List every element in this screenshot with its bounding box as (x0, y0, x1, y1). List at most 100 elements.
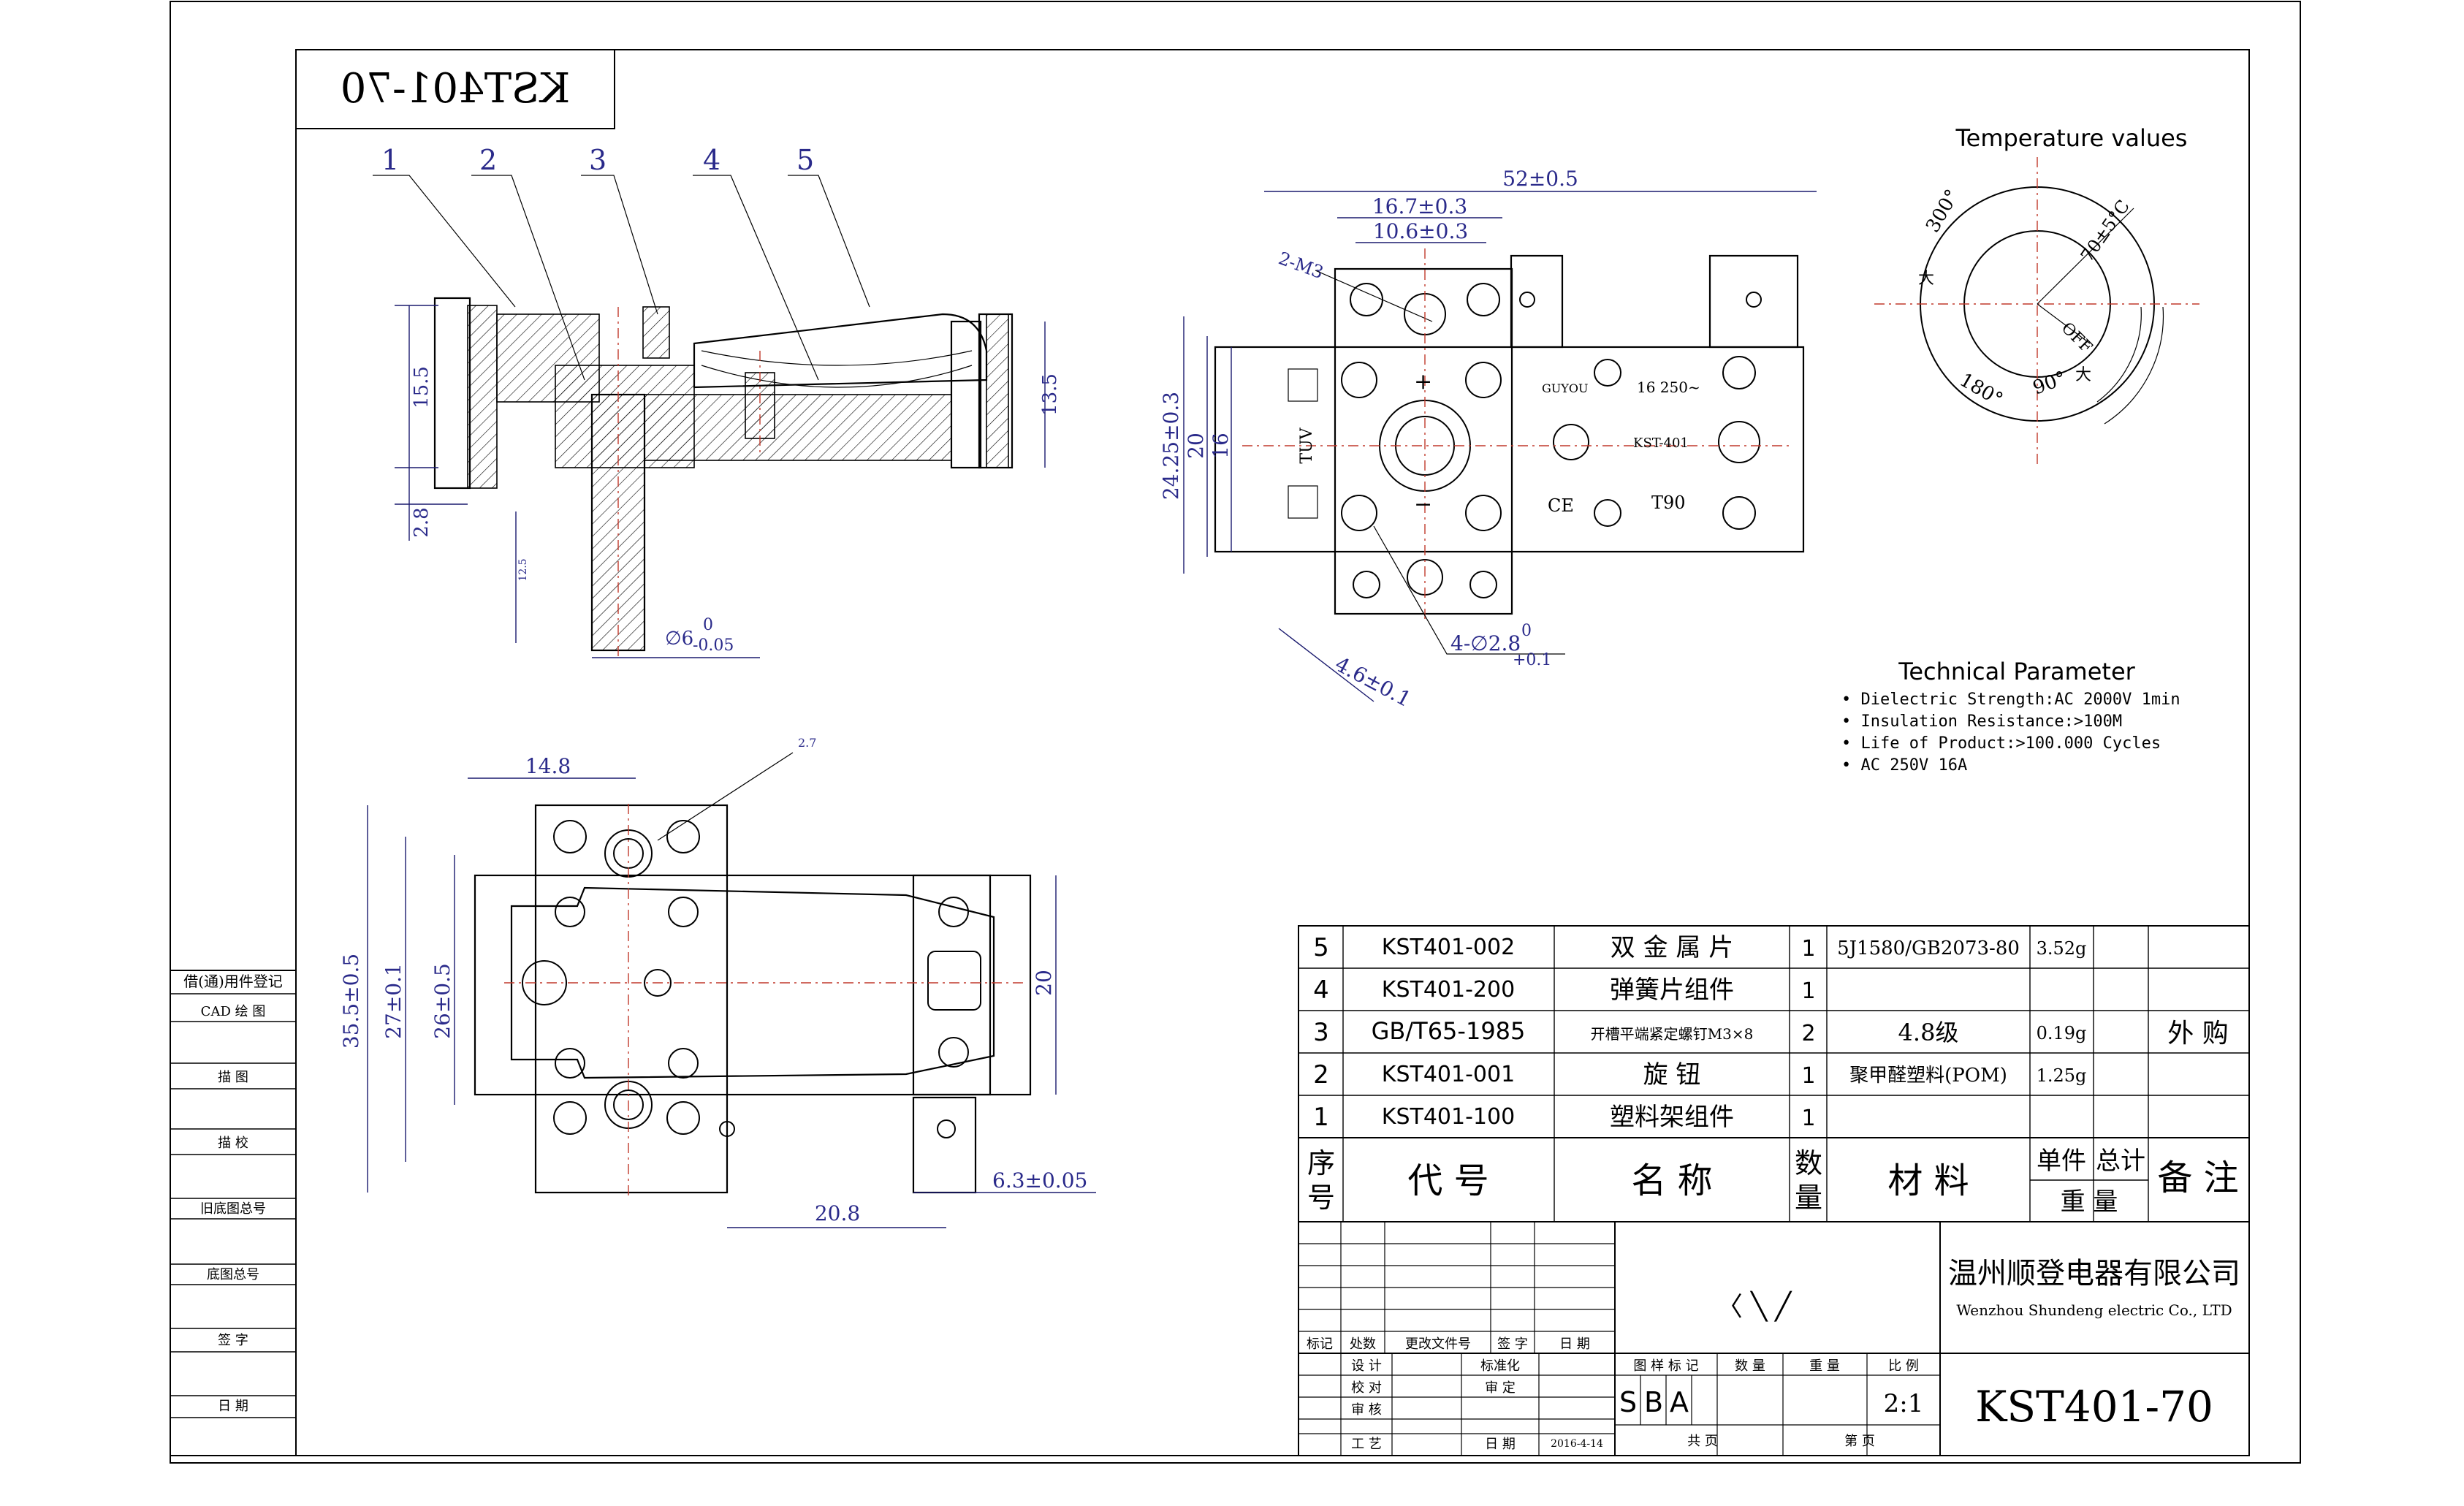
bom-header-material: 材 料 (1887, 1160, 1969, 1201)
mark-tuv: TUV (1298, 427, 1316, 463)
strip-trace: 描 图 (218, 1070, 248, 1085)
bom-row: 2 KST401-001 旋 钮 1 聚甲醛塑料(POM) 1.25g (1313, 1060, 2086, 1089)
bom-cell-code: GB/T65-1985 (1372, 1017, 1526, 1045)
sign-review: 审 核 (1351, 1402, 1382, 1418)
dim-52: 52±0.5 (1502, 167, 1578, 191)
tech-item-2: • Insulation Resistance:>100M (1841, 712, 2122, 731)
dim-20: 20 (1184, 433, 1208, 459)
bom-cell-qty: 1 (1801, 978, 1815, 1004)
dim-6-3: 6.3±0.05 (992, 1168, 1087, 1193)
info-header-weight: 重 量 (1809, 1358, 1840, 1374)
bom-cell-code: KST401-001 (1382, 1062, 1515, 1087)
bom-cell-remark: 外 购 (2167, 1019, 2228, 1049)
dim-2-m3: 2-M3 (1276, 248, 1326, 283)
left-strip-labels: 借(通)用件登记 CAD 绘 图 描 图 描 校 旧底图总号 底图总号 签 字 … (183, 973, 283, 1414)
mirrored-title-box: KST401-70 (295, 49, 615, 129)
bom-cell-qty: 1 (1801, 1063, 1815, 1089)
bom-row: 5 KST401-002 双 金 属 片 1 5J1580/GB2073-80 … (1313, 933, 2086, 962)
temperature-dial: Temperature values 300° 大 70±5°C OFF 180… (1874, 124, 2199, 468)
bom-header-no-b: 号 (1307, 1182, 1335, 1214)
dim-14-8: 14.8 (525, 754, 571, 778)
dim-20-bottom: 20 (1032, 970, 1056, 996)
bom-cell-code: KST401-002 (1382, 935, 1515, 960)
bom-cell-qty: 1 (1801, 1106, 1815, 1131)
sheet-number: 第 页 (1844, 1434, 1875, 1449)
dim-15-5: 15.5 (411, 366, 433, 408)
drawing-number: KST401-70 (1975, 1382, 2213, 1431)
balloon-5: 5 (796, 144, 814, 176)
bom-row: 4 KST401-200 弹簧片组件 1 (1313, 976, 1815, 1005)
part-balloons: 1 2 3 4 5 (373, 144, 870, 381)
rev-header-mark: 标记 (1307, 1336, 1333, 1352)
bom-header-code: 代 号 (1407, 1160, 1488, 1201)
info-header-scale: 比 例 (1888, 1358, 1919, 1374)
drawing-date: 2016-4-14 (1551, 1438, 1603, 1450)
bom-cell-code: KST401-100 (1382, 1104, 1515, 1130)
title-block-grid (1298, 1221, 2250, 1456)
bom-row: 1 KST401-100 塑料架组件 1 (1313, 1103, 1815, 1132)
strip-cad: CAD 绘 图 (201, 1004, 266, 1019)
rev-header-date: 日 期 (1559, 1336, 1590, 1352)
strip-date: 日 期 (218, 1399, 248, 1414)
dim-16-7: 16.7±0.3 (1372, 194, 1467, 218)
strip-base: 底图总号 (207, 1267, 259, 1282)
bom-cell-name: 双 金 属 片 (1611, 933, 1733, 962)
sign-check: 校 对 (1351, 1380, 1382, 1396)
dim-tol-top: 0 (703, 616, 713, 634)
dim-24-25: 24.25±0.3 (1159, 392, 1183, 500)
dial-70: 70±5°C (2077, 197, 2134, 266)
mark-plus: + (1414, 369, 1432, 395)
strip-sign: 签 字 (218, 1333, 248, 1348)
bom-cell-weight: 3.52g (2037, 938, 2087, 959)
dim-diameter-6: ∅6 (665, 628, 693, 650)
stage-letter-s: S (1619, 1386, 1637, 1418)
sign-process: 工 艺 (1351, 1437, 1382, 1452)
tech-item-3: • Life of Product:>100.000 Cycles (1841, 734, 2161, 753)
mirrored-drawing-number: KST401-70 (341, 65, 571, 113)
bom-header-qty-a: 数 (1795, 1147, 1822, 1179)
bom-cell-no: 3 (1313, 1018, 1329, 1047)
technical-heading: Technical Parameter (1898, 658, 2135, 685)
dim-2-7: 2.7 (798, 736, 816, 750)
dim-16: 16 (1209, 433, 1233, 459)
mark-model: KST-401 (1633, 436, 1689, 451)
sign-approve: 审 定 (1485, 1380, 1516, 1396)
dim-26: 26±0.5 (430, 963, 455, 1039)
dim-35-5: 35.5±0.5 (339, 954, 363, 1049)
balloon-1: 1 (381, 144, 399, 176)
dial-90: 90° (2030, 368, 2069, 400)
mark-rating: 16 250~ (1637, 379, 1700, 396)
bom-header-total: 总计 (2096, 1146, 2145, 1176)
dim-20-8: 20.8 (815, 1201, 860, 1225)
sign-design: 设 计 (1351, 1358, 1382, 1374)
mark-guyou: GUYOU (1542, 381, 1588, 395)
dial-300: 300° (1922, 186, 1963, 236)
title-block-marks: 〈 ╲ ╱ (1716, 1290, 1793, 1322)
dim-4-6: 4.6±0.1 (1331, 652, 1415, 712)
bom-header-unit: 单件 (2037, 1146, 2086, 1176)
bom-cell-name: 旋 钮 (1643, 1060, 1701, 1089)
dim-13-5: 13.5 (1039, 373, 1061, 416)
bom-cell-name: 塑料架组件 (1610, 1103, 1734, 1132)
bom-row: 3 GB/T65-1985 开槽平端紧定螺钉M3×8 2 4.8级 0.19g … (1313, 1017, 2229, 1049)
bom-cell-no: 5 (1313, 933, 1329, 962)
dim-tol-bottom: -0.05 (693, 636, 734, 655)
bom-header-qty-b: 量 (1795, 1182, 1822, 1214)
dial-180: 180° (1956, 369, 2007, 411)
dim-holes-tol-top: 0 (1521, 622, 1532, 640)
rev-header-sign: 签 字 (1497, 1336, 1528, 1352)
technical-parameters: Technical Parameter • Dielectric Strengt… (1841, 658, 2180, 775)
strip-borrow: 借(通)用件登记 (183, 973, 283, 990)
rev-header-count: 处数 (1350, 1336, 1376, 1352)
bom-cell-name: 开槽平端紧定螺钉M3×8 (1591, 1025, 1754, 1043)
bom-cell-qty: 2 (1801, 1021, 1815, 1046)
strip-trace-check: 描 校 (218, 1136, 248, 1151)
sign-date: 日 期 (1485, 1437, 1516, 1452)
bom-cell-weight: 1.25g (2037, 1065, 2087, 1086)
sheet-total: 共 页 (1687, 1434, 1718, 1449)
dial-big-2: 大 (2075, 366, 2091, 384)
bom-cell-material: 4.8级 (1898, 1019, 1959, 1046)
mark-minus: − (1414, 492, 1432, 517)
bom-cell-no: 4 (1313, 976, 1329, 1005)
bom-header-name: 名 称 (1631, 1160, 1712, 1201)
